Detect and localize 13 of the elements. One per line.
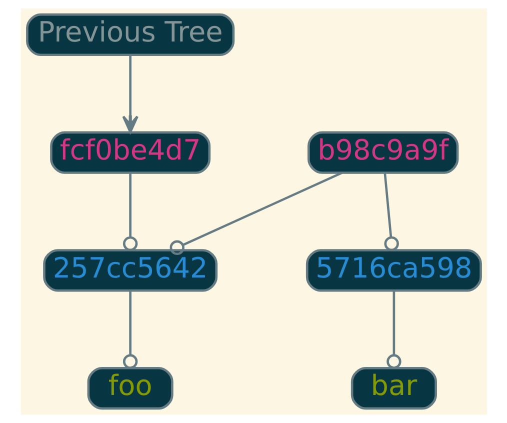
node-box: foo — [86, 366, 173, 410]
node-box: b98c9a9f — [307, 131, 458, 174]
node-box: 257cc5642 — [42, 249, 218, 292]
node-box: 5716ca598 — [305, 249, 482, 292]
node-box: fcf0be4d7 — [50, 131, 210, 174]
connector — [169, 172, 342, 255]
connector — [122, 290, 138, 369]
arrow — [122, 55, 138, 134]
node-box: Previous Tree — [26, 13, 234, 56]
node-box: bar — [350, 366, 436, 410]
connector — [122, 173, 138, 252]
connector — [383, 172, 398, 252]
connector — [386, 290, 401, 369]
